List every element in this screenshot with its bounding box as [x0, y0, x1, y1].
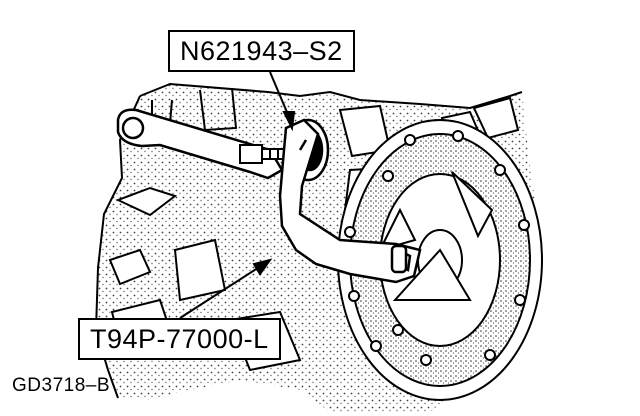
leader-lines: [179, 71, 296, 319]
figure-id-label: GD3718–B: [12, 375, 111, 396]
flywheel-bolts: [344, 130, 530, 366]
holding-tool: [278, 118, 422, 284]
tool-number-callout: T94P-77000-L: [78, 318, 281, 360]
flywheel-assembly: [337, 119, 543, 401]
bolt-part-number-callout: N621943–S2: [168, 30, 355, 72]
